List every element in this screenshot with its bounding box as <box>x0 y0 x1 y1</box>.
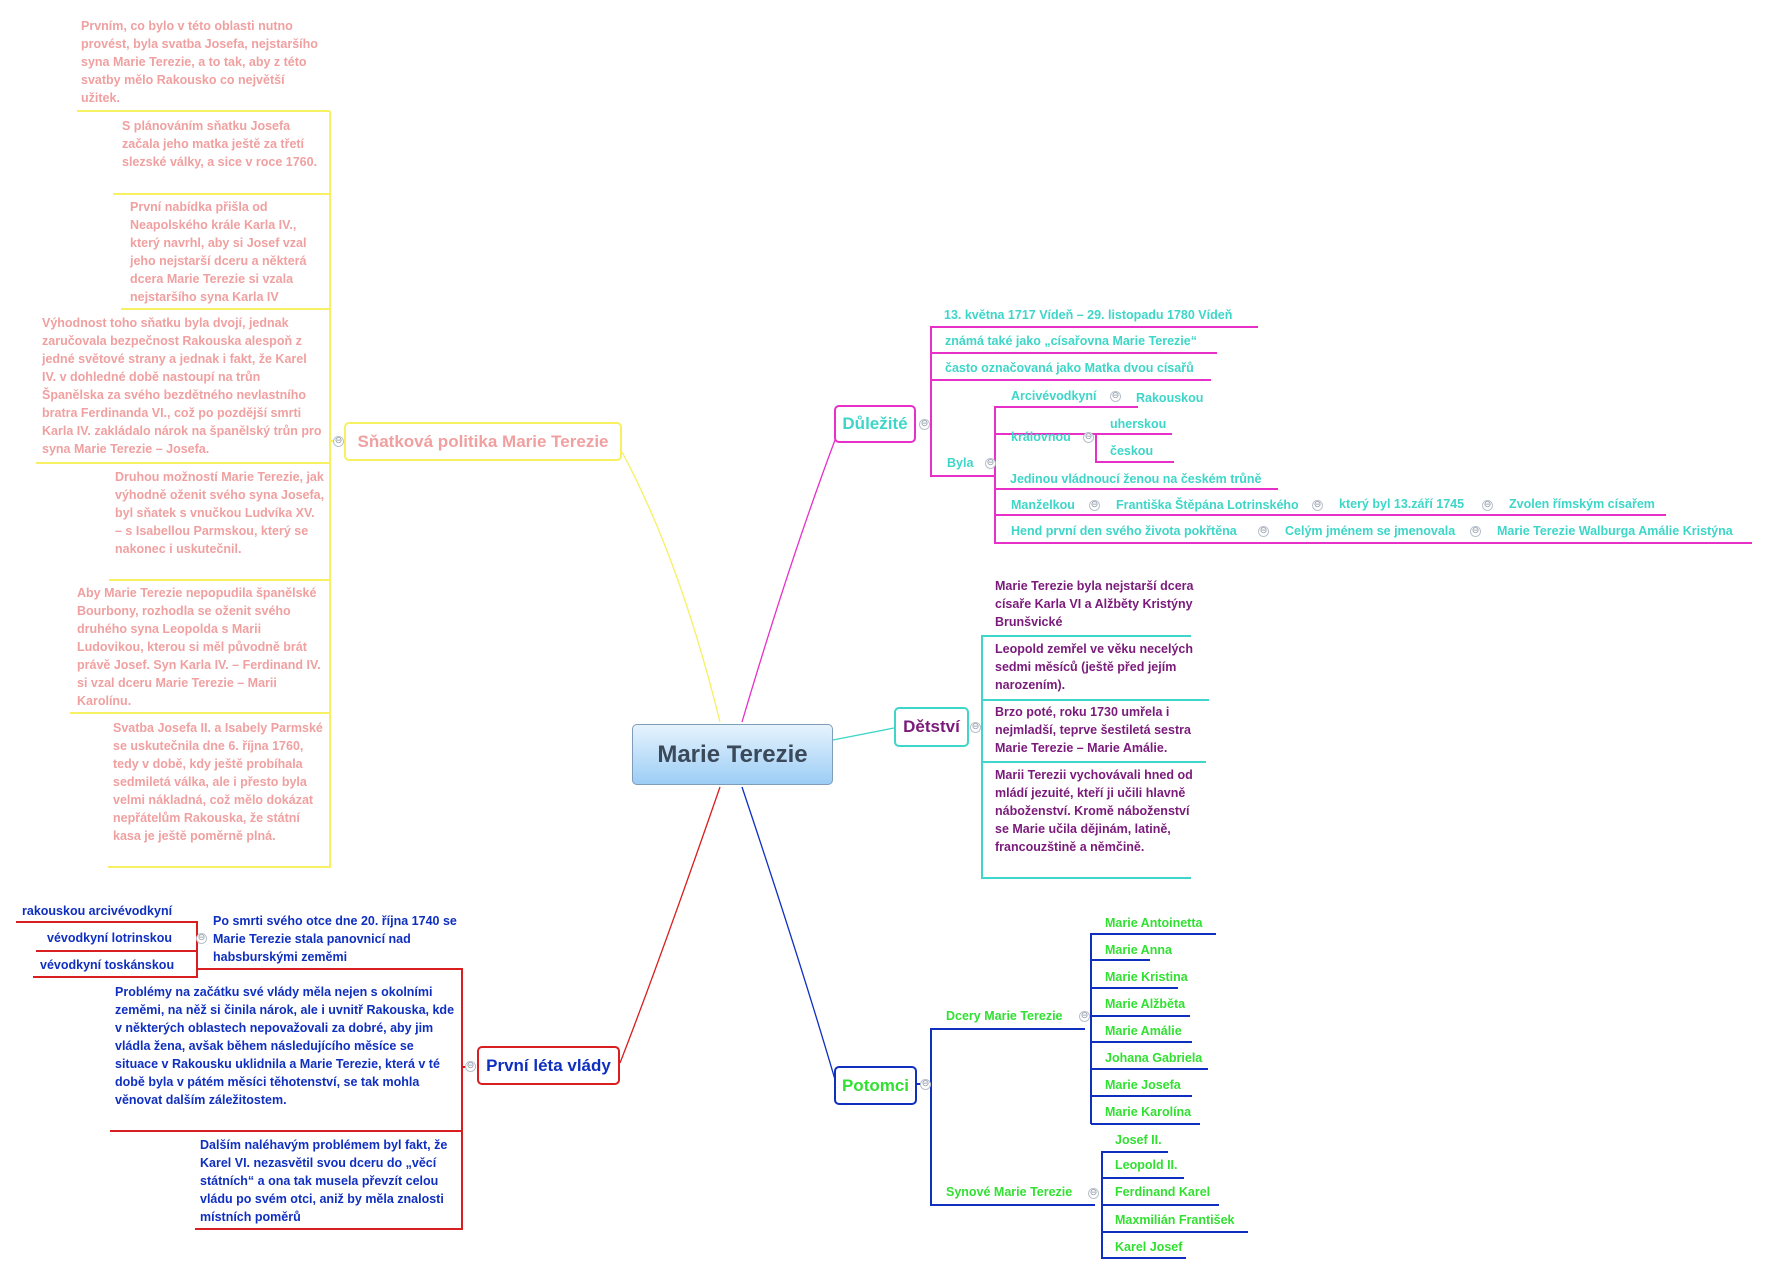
central-topic[interactable]: Marie Terezie <box>632 724 833 785</box>
collapse-toggle-icon[interactable]: ⊖ <box>1110 391 1121 402</box>
potomci-dcera: Marie Karolína <box>1105 1105 1192 1119</box>
prvni-sub-item: rakouskou arcivévodkyní <box>22 904 173 918</box>
potomci-dcera: Marie Amálie <box>1105 1024 1182 1038</box>
branch-prvni-leta-vlady[interactable]: První léta vlády <box>477 1046 620 1085</box>
potomci-synove-label: Synové Marie Terezie <box>946 1185 1073 1199</box>
dulezite-rakouskou: Rakouskou <box>1136 391 1204 405</box>
snatkova-item: Svatba Josefa II. a Isabely Parmské se u… <box>113 721 323 843</box>
dulezite-jedina: Jedinou vládnoucí ženou na českém trůně <box>1010 472 1262 486</box>
collapse-toggle-icon[interactable]: ⊖ <box>1088 1188 1099 1199</box>
prvni-dalsim: Dalším naléhavým problémem byl fakt, že … <box>200 1138 448 1224</box>
snatkova-item: Prvním, co bylo v této oblasti nutno pro… <box>81 19 318 105</box>
dulezite-zvolen: Zvolen římským císařem <box>1509 497 1655 511</box>
collapse-toggle-icon[interactable]: ⊖ <box>970 722 981 733</box>
dulezite-pokrtena: Hend první den svého života pokřtěna <box>1011 524 1237 538</box>
branch-label: Důležité <box>842 414 908 433</box>
collapse-toggle-icon[interactable]: ⊖ <box>1083 432 1094 443</box>
potomci-syn: Ferdinand Karel <box>1115 1185 1211 1199</box>
prvni-problemy: Problémy na začátku své vlády měla nejen… <box>115 985 455 1107</box>
dulezite-frantiska: Františka Štěpána Lotrinského <box>1116 498 1299 512</box>
branch-label: Dětství <box>903 717 960 736</box>
potomci-dcera: Marie Josefa <box>1105 1078 1181 1092</box>
collapse-toggle-icon[interactable]: ⊖ <box>333 436 344 447</box>
potomci-syn: Karel Josef <box>1115 1240 1183 1254</box>
collapse-toggle-icon[interactable]: ⊖ <box>920 1079 931 1090</box>
detstvi-item: Marii Terezii vychovávali hned od mládí … <box>995 768 1193 854</box>
collapse-toggle-icon[interactable]: ⊖ <box>985 458 996 469</box>
potomci-dcera: Marie Anna <box>1105 943 1172 957</box>
branch-potomci[interactable]: Potomci <box>834 1066 917 1105</box>
collapse-toggle-icon[interactable]: ⊖ <box>1258 526 1269 537</box>
potomci-dcera: Marie Alžběta <box>1105 997 1186 1011</box>
dulezite-byla: Byla <box>947 456 974 470</box>
snatkova-item: První nabídka přišla od Neapolského král… <box>130 200 307 304</box>
collapse-toggle-icon[interactable]: ⊖ <box>465 1061 476 1072</box>
branch-label: Potomci <box>841 1075 910 1095</box>
dulezite-ktery: který byl 13.září 1745 <box>1339 497 1465 511</box>
potomci-syn: Josef II. <box>1115 1133 1162 1147</box>
detstvi-item: Leopold zemřel ve věku necelých sedmi mě… <box>995 642 1193 692</box>
branch-snatkova-politika[interactable]: Sňatková politika Marie Terezie <box>344 422 622 461</box>
potomci-syn: Maxmilián František <box>1115 1213 1235 1227</box>
potomci-dcera: Marie Kristina <box>1105 970 1188 984</box>
collapse-toggle-icon[interactable]: ⊖ <box>1470 526 1481 537</box>
branch-detstvi[interactable]: Dětství <box>894 707 969 747</box>
branch-label: První léta vlády <box>486 1055 611 1075</box>
snatkova-item: S plánováním sňatku Josefa začala jeho m… <box>122 119 318 169</box>
collapse-toggle-icon[interactable]: ⊖ <box>1089 500 1100 511</box>
snatkova-item: Druhou možností Marie Terezie, jak výhod… <box>115 470 325 556</box>
prvni-po-smrti: Po smrti svého otce dne 20. října 1740 s… <box>213 914 457 964</box>
dulezite-ceskou: českou <box>1110 444 1154 458</box>
dulezite-mother: často označovaná jako Matka dvou císařů <box>945 361 1194 375</box>
branch-dulezite[interactable]: Důležité <box>834 405 916 443</box>
dulezite-kralovnou: královnou <box>1011 430 1071 444</box>
potomci-dcera: Marie Antoinetta <box>1105 916 1203 930</box>
detstvi-item: Brzo poté, roku 1730 umřela i nejmladší,… <box>995 705 1191 755</box>
collapse-toggle-icon[interactable]: ⊖ <box>1482 500 1493 511</box>
potomci-dcera: Johana Gabriela <box>1105 1051 1203 1065</box>
collapse-toggle-icon[interactable]: ⊖ <box>919 419 930 430</box>
dulezite-known: známá také jako „císařovna Marie Terezie… <box>945 334 1197 348</box>
dulezite-manzelkou: Manželkou <box>1011 498 1075 512</box>
branch-label: Sňatková politika Marie Terezie <box>357 431 609 451</box>
snatkova-item: Aby Marie Terezie nepopudila španělské B… <box>77 586 321 708</box>
prvni-sub-item: vévodkyní toskánskou <box>40 958 175 972</box>
dulezite-arcivevodkyni: Arcivévodkyní <box>1011 389 1097 403</box>
dulezite-fullname: Marie Terezie Walburga Amálie Kristýna <box>1497 524 1733 538</box>
prvni-sub-item: vévodkyní lotrinskou <box>47 931 173 945</box>
dulezite-uherskou: uherskou <box>1110 417 1167 431</box>
potomci-syn: Leopold II. <box>1115 1158 1178 1172</box>
snatkova-item: Výhodnost toho sňatku byla dvojí, jednak… <box>42 316 322 456</box>
dulezite-dates: 13. května 1717 Vídeň – 29. listopadu 17… <box>944 308 1233 322</box>
dulezite-celym: Celým jménem se jmenovala <box>1285 524 1456 538</box>
collapse-toggle-icon[interactable]: ⊖ <box>1079 1011 1090 1022</box>
potomci-dcery-label: Dcery Marie Terezie <box>946 1009 1063 1023</box>
collapse-toggle-icon[interactable]: ⊖ <box>1312 500 1323 511</box>
detstvi-item: Marie Terezie byla nejstarší dcera císař… <box>995 579 1194 629</box>
collapse-toggle-icon[interactable]: ⊖ <box>196 933 207 944</box>
